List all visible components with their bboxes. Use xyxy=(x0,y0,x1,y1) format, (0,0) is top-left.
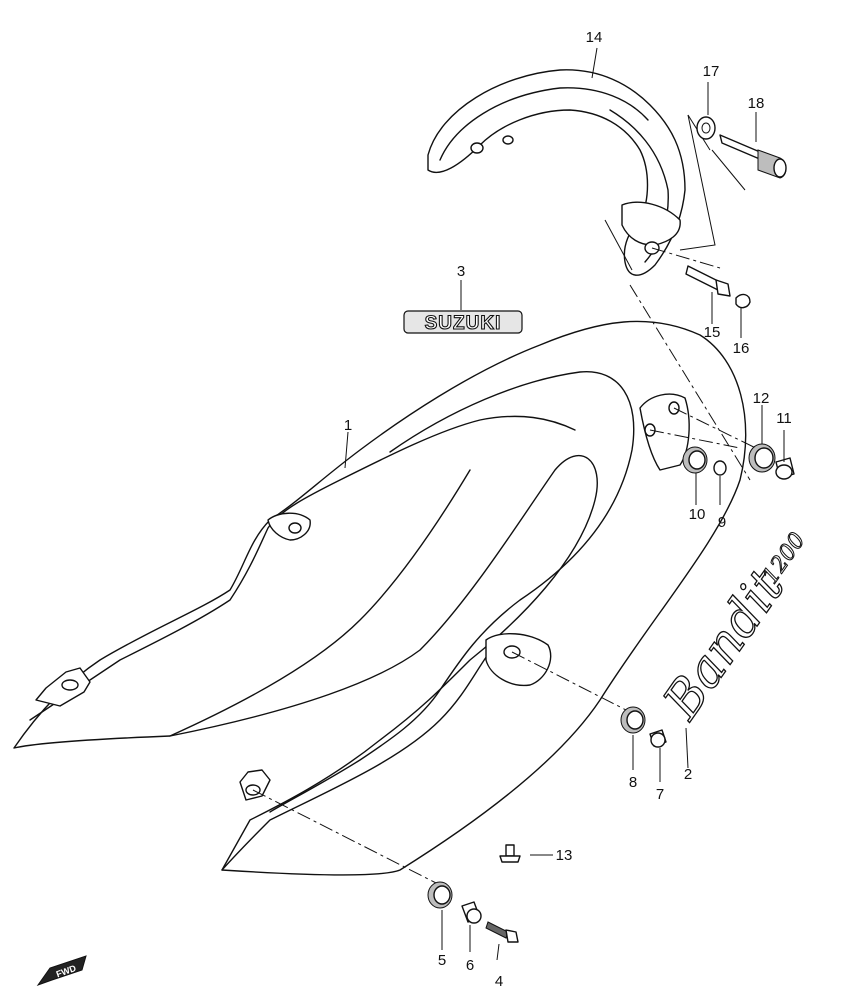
bolt-4 xyxy=(485,921,519,943)
callout-5: 5 xyxy=(438,952,446,969)
callout-4: 4 xyxy=(495,973,503,990)
collar-9 xyxy=(713,460,727,476)
grommet-12 xyxy=(748,443,776,473)
collar-11 xyxy=(775,457,795,480)
callout-3: 3 xyxy=(457,263,465,280)
callout-14: 14 xyxy=(586,29,603,46)
assembly-lines xyxy=(252,114,771,885)
grab-handle xyxy=(427,69,686,276)
callout-numbers: 1 2 3 4 5 6 7 8 9 10 11 12 13 14 15 16 1… xyxy=(344,29,792,990)
suzuki-emblem: SUZUKI xyxy=(403,310,523,335)
seat-tail-cover xyxy=(13,320,747,876)
grommet-10 xyxy=(682,446,708,474)
callout-11: 11 xyxy=(776,410,792,427)
bolt-15 xyxy=(685,265,731,297)
callout-17: 17 xyxy=(703,63,720,80)
bolt-18 xyxy=(719,134,787,179)
callout-15: 15 xyxy=(704,324,721,341)
callout-9: 9 xyxy=(718,514,726,531)
callout-8: 8 xyxy=(629,774,637,791)
bandit-emblem-model: 1200 xyxy=(758,528,811,588)
callout-18: 18 xyxy=(748,95,765,112)
callout-7: 7 xyxy=(656,786,664,803)
collar-7 xyxy=(649,729,667,748)
callout-2: 2 xyxy=(684,766,692,783)
hardware xyxy=(427,116,795,943)
washer-17 xyxy=(696,116,716,140)
callout-10: 10 xyxy=(689,506,706,523)
grommet-8 xyxy=(620,706,646,734)
nut-16 xyxy=(735,293,751,309)
collar-6 xyxy=(461,901,482,924)
callout-12: 12 xyxy=(753,390,770,407)
fwd-direction-marker: FWD xyxy=(36,955,87,987)
suzuki-emblem-text: SUZUKI xyxy=(425,313,502,334)
grommet-5 xyxy=(427,881,453,909)
clip-13 xyxy=(499,844,521,863)
callout-6: 6 xyxy=(466,957,474,974)
callout-1: 1 xyxy=(344,417,352,434)
leader-lines xyxy=(344,47,785,961)
callout-13: 13 xyxy=(556,847,573,864)
callout-16: 16 xyxy=(733,340,750,357)
